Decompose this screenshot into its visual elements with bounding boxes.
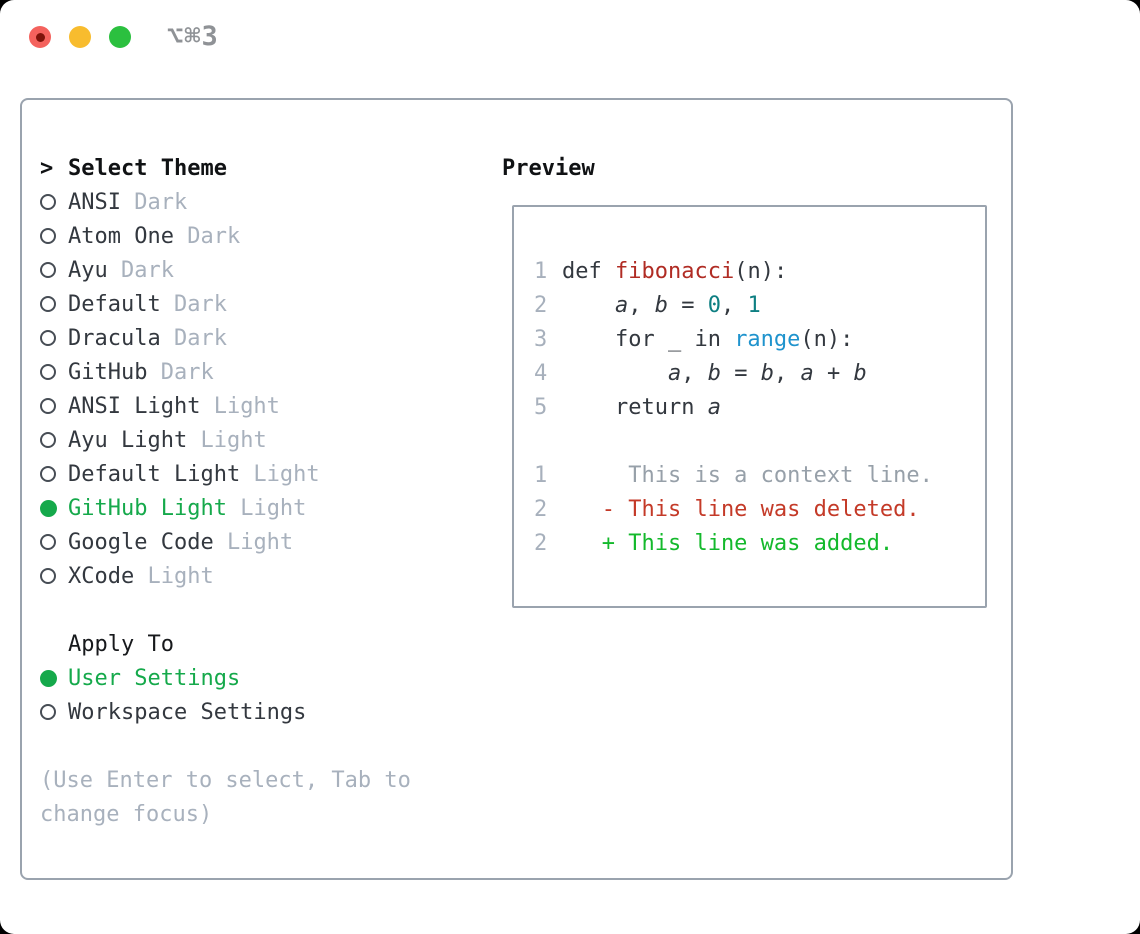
theme-name: Default [68,291,161,317]
line-number: 1 [534,258,548,284]
theme-name: GitHub Light [68,495,227,521]
radio-selected-icon [40,499,68,517]
minimize-button[interactable] [69,26,91,48]
diff-line-context: 1 This is a context line. [534,462,933,488]
apply-option[interactable]: Workspace Settings [40,695,411,729]
radio-icon [40,364,68,380]
theme-variant: Light [200,393,280,419]
apply-to-header: Apply To [40,627,411,661]
gap [40,593,411,627]
diff-line-added: 2 + This line was added. [534,530,894,556]
theme-item[interactable]: Google Code Light [40,525,411,559]
theme-item[interactable]: Ayu Dark [40,253,411,287]
window-title: ⌥⌘3 [167,21,219,52]
theme-name: Atom One [68,223,174,249]
theme-item[interactable]: GitHub Light Light [40,491,411,525]
diff-line-deleted: 2 - This line was deleted. [534,496,920,522]
theme-name: Dracula [68,325,161,351]
select-theme-title: Select Theme [68,155,227,181]
theme-name: Google Code [68,529,214,555]
theme-item[interactable]: Default Light Light [40,457,411,491]
close-dot-icon [35,32,45,42]
line-number: 4 [534,360,548,386]
radio-icon [40,296,68,312]
theme-item[interactable]: XCode Light [40,559,411,593]
traffic-lights [29,26,131,48]
theme-variant: Light [226,495,307,521]
theme-item[interactable]: GitHub Dark [40,355,411,389]
line-number: 2 [534,530,548,556]
theme-item[interactable]: Dracula Dark [40,321,411,355]
theme-name: ANSI [68,189,121,215]
theme-name: Default Light [68,461,241,487]
theme-variant: Dark [107,257,174,283]
theme-variant: Light [187,427,267,453]
radio-icon [40,398,68,414]
theme-variant: Dark [120,189,188,215]
close-button[interactable] [29,26,51,48]
theme-variant: Dark [160,291,227,317]
keyboard-hint: (Use Enter to select, Tab to change focu… [40,763,411,831]
radio-icon [40,330,68,346]
line-number: 1 [534,462,548,488]
theme-variant: Light [213,529,294,555]
theme-variant: Dark [160,325,227,351]
gap [40,729,411,763]
apply-option[interactable]: User Settings [40,661,411,695]
code-line: 5 return a [534,394,721,420]
theme-name: GitHub [68,359,148,385]
line-number: 2 [534,292,548,318]
theme-item[interactable]: ANSI Dark [40,185,411,219]
radio-selected-icon [40,669,68,687]
radio-icon [40,534,68,550]
theme-variant: Light [134,563,214,589]
theme-name: XCode [68,563,135,589]
theme-item[interactable]: Atom One Dark [40,219,411,253]
theme-name: ANSI Light [68,393,201,419]
radio-icon [40,466,68,482]
line-number: 3 [534,326,548,352]
radio-icon [40,568,68,584]
hint-line-2: change focus) [40,801,213,827]
hint-line-1: (Use Enter to select, Tab to [40,767,411,793]
line-number: 5 [534,394,548,420]
code-line: 4 a, b = b, a + b [534,360,867,386]
theme-item[interactable]: Ayu Light Light [40,423,411,457]
apply-to-title: Apply To [68,631,174,657]
theme-name: Ayu [68,257,108,283]
code-line: 3 for _ in range(n): [534,326,854,352]
radio-icon [40,262,68,278]
theme-variant: Light [240,461,320,487]
theme-name: Ayu Light [68,427,188,453]
zoom-button[interactable] [109,26,131,48]
diff-preview: 1 This is a context line. 2 - This line w… [534,458,985,560]
theme-item[interactable]: ANSI Light Light [40,389,411,423]
chevron-right-icon: > [40,155,54,181]
radio-icon [40,194,68,210]
theme-variant: Dark [147,359,214,385]
active-row-marker: > [40,156,68,181]
line-number: 2 [534,496,548,522]
radio-icon [40,432,68,448]
theme-item[interactable]: Default Dark [40,287,411,321]
apply-option-label: Workspace Settings [68,699,307,725]
radio-icon [40,704,68,720]
preview-gap [534,424,985,458]
select-theme-header: > Select Theme [40,151,411,185]
radio-icon [40,228,68,244]
code-line: 2 a, b = 0, 1 [534,292,761,318]
preview-title: Preview [502,155,595,181]
theme-variant: Dark [173,223,241,249]
apply-option-label: User Settings [68,665,241,691]
